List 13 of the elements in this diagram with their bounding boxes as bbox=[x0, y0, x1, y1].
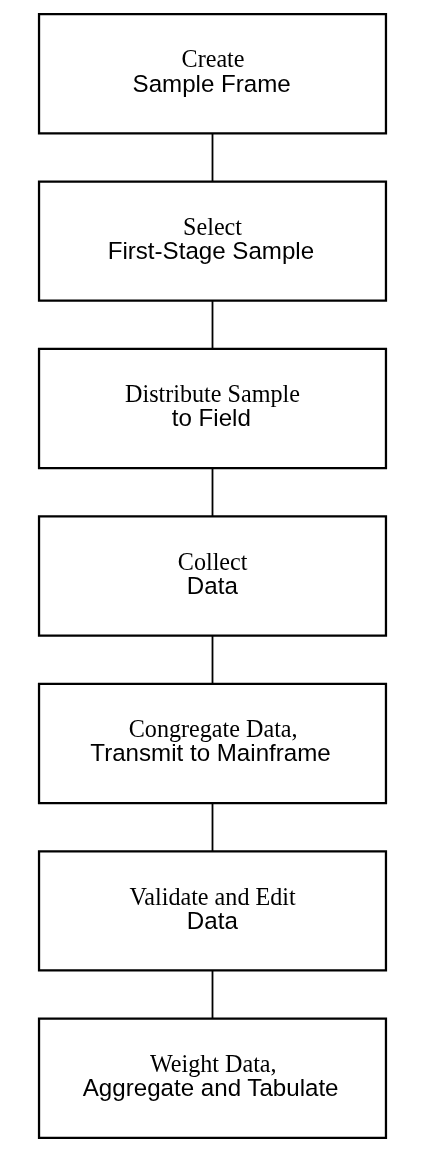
node-box: Weight Data, Aggregate and Tabulate bbox=[37, 1017, 387, 1139]
node-box: Congregate Data, Transmit to Mainframe bbox=[37, 682, 387, 805]
node-box: Validate and Edit Data bbox=[37, 850, 387, 972]
connector bbox=[211, 635, 213, 685]
node-box: Distribute Sample to Field bbox=[37, 347, 387, 470]
connector bbox=[211, 300, 213, 350]
connector bbox=[211, 132, 213, 183]
node-box: Select First-Stage Sample bbox=[37, 180, 387, 302]
node-box: Create Sample Frame bbox=[37, 13, 387, 135]
connector bbox=[211, 467, 213, 518]
node-box: Collect Data bbox=[37, 515, 387, 637]
connector bbox=[211, 802, 213, 853]
connector bbox=[211, 969, 213, 1020]
